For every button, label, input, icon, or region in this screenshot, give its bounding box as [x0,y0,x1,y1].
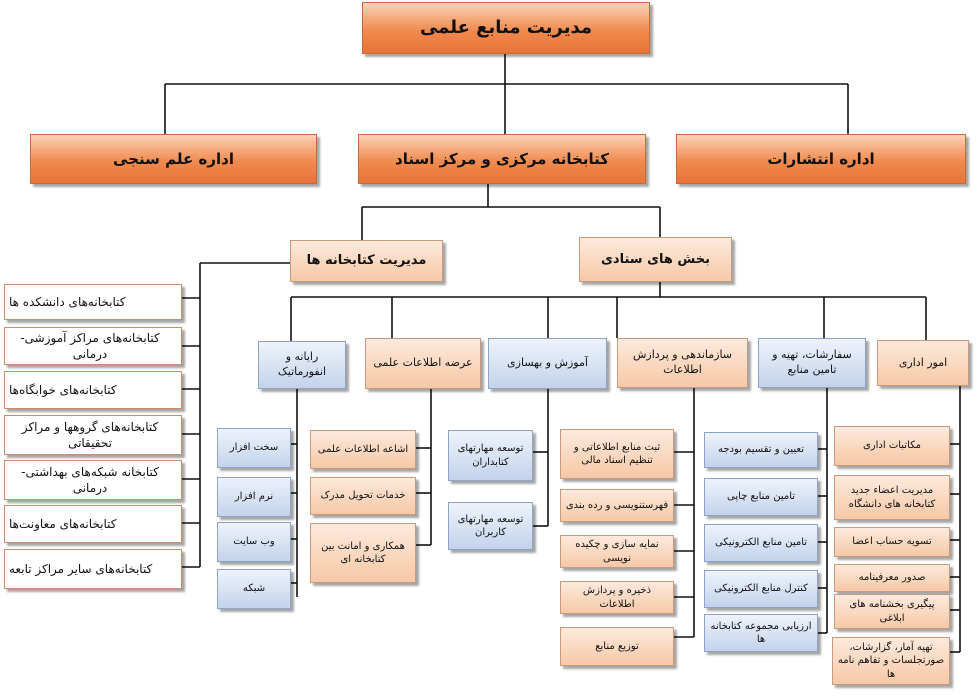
library-management-node: مدیریت کتابخانه ها [290,240,443,282]
scientometrics-node: اداره علم سنجی [30,134,317,184]
admin-item: تسویه حساب اعضا [834,527,950,557]
dept-it: رایانه و انفورماتیک [258,341,346,389]
library-item: کتابخانه‌های گروهها و مراکز تحقیقاتی [4,415,182,455]
staff-sections-node: بخش های ستادی [579,237,732,282]
library-item: کتابخانه‌های دانشکده ها [4,284,182,320]
it-item: سخت افزار [217,428,291,468]
organization-item: فهرستنویسی و رده بندی [560,489,674,522]
admin-item: صدور معرفینامه [834,564,950,592]
admin-item: مدیریت اعضاء جدید کتابخانه های دانشگاه [834,475,950,520]
it-item: نرم افزار [217,477,291,517]
publications-node: اداره انتشارات [676,134,966,184]
orders-item: ارزیابی مجموعه کتابخانه ها [704,614,818,652]
library-item: کتابخانه شبکه‌های بهداشتی- درمانی [4,460,182,500]
admin-item: مکاتبات اداری [834,426,950,466]
dept-admin: امور اداری [877,340,969,386]
library-item: کتابخانه‌های سایر مراکز تابعه [4,549,182,589]
library-item: کتابخانه‌های خوابگاه‌ها [4,371,182,409]
training-item: توسعه مهارتهای کتابداران [448,430,533,481]
orders-item: تامین منابع الکترونیکی [704,524,818,562]
info-item: اشاعه اطلاعات علمی [310,430,416,469]
central-library-node: کتابخانه مرکزی و مرکز اسناد [358,134,646,184]
it-item: شبکه [217,569,291,609]
organization-item: نمایه سازی و چکیده نویسی [560,535,674,568]
info-item: خدمات تحویل مدرک [310,477,416,515]
orders-item: کنترل منابع الکترونیکی [704,570,818,608]
dept-organization: سازماندهی و پردازش اطلاعات [617,338,748,388]
admin-item: تهیه آمار، گزارشات، صورتجلسات و تفاهم نا… [832,637,950,685]
dept-info-supply: عرضه اطلاعات علمی [365,338,481,389]
top-node: مدیریت منابع علمی [362,2,650,54]
orders-item: تعیین و تقسیم بودجه [704,432,818,468]
training-item: توسعه مهارتهای کاربران [448,502,533,550]
dept-training: آموزش و بهسازی [488,338,607,389]
organization-item: ثبت منابع اطلاعاتی و تنظیم اسناد مالی [560,429,674,479]
library-item: کتابخانه‌های معاونت‌ها [4,505,182,543]
admin-item: پیگیری بخشنامه های ابلاغی [834,594,950,629]
info-item: همکاری و امانت بین کتابخانه ای [310,523,416,583]
it-item: وب سایت [217,522,291,562]
dept-orders: سفارشات، تهیه و تامین منابع [758,338,866,388]
orders-item: تامین منابع چاپی [704,478,818,516]
organization-item: ذخیره و پردازش اطلاعات [560,581,674,614]
library-item: کتابخانه‌های مراکز آموزشی- درمانی [4,327,182,365]
organization-item: توزیع منابع [560,627,674,666]
